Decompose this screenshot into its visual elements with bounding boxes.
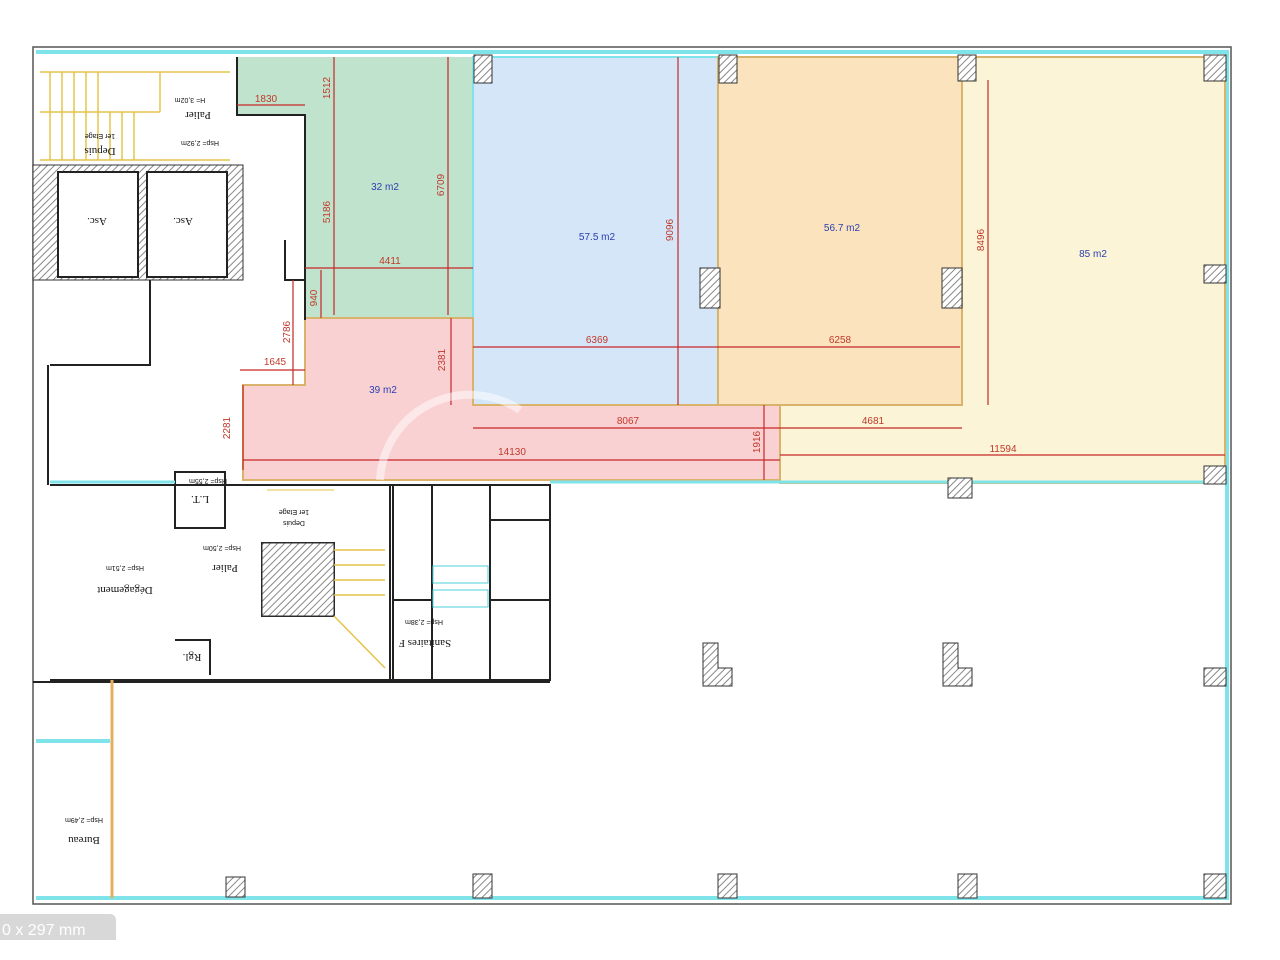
label-etage-mid: 1er Etage bbox=[279, 508, 309, 515]
dim-2381: 2381 bbox=[437, 348, 448, 371]
label-hsp-lt: Hsp= 2,55m bbox=[189, 477, 227, 484]
label-hsp-palier: Hsp= 2,50m bbox=[203, 544, 241, 551]
label-palier-mid: Palier bbox=[212, 562, 238, 574]
room-green[interactable] bbox=[237, 57, 473, 318]
label-hsp-bureau: Hsp= 2,49m bbox=[65, 816, 103, 823]
label-depuis-mid: Depuis bbox=[283, 519, 305, 526]
elevator-2 bbox=[146, 171, 228, 278]
dim-1512: 1512 bbox=[322, 76, 333, 99]
label-hsp-degagement: Hsp= 2,51m bbox=[106, 564, 144, 571]
dim-8496: 8496 bbox=[976, 228, 987, 251]
dim-2281: 2281 bbox=[222, 416, 233, 439]
label-elevator-2: Asc. bbox=[173, 215, 193, 227]
dimension-lines bbox=[237, 57, 1225, 480]
label-etage-top: 1er Etage bbox=[85, 132, 115, 139]
room-blue[interactable] bbox=[472, 56, 719, 406]
label-sanitaires: Sanitaires F bbox=[399, 637, 451, 649]
area-yellow: 85 m2 bbox=[1079, 249, 1107, 260]
label-bureau: Bureau bbox=[68, 834, 100, 846]
area-green: 32 m2 bbox=[371, 182, 399, 193]
dim-2786: 2786 bbox=[282, 320, 293, 343]
dim-11594: 11594 bbox=[989, 444, 1017, 455]
label-palier-top: Palier bbox=[185, 109, 211, 121]
dim-1645: 1645 bbox=[264, 357, 287, 368]
label-depuis-top: Depuis bbox=[84, 145, 115, 157]
dim-4681: 4681 bbox=[862, 416, 885, 427]
area-orange: 56.7 m2 bbox=[824, 223, 861, 234]
dim-940: 940 bbox=[309, 289, 320, 306]
label-hsp-top: Hsp= 2,92m bbox=[181, 139, 219, 146]
dim-5186: 5186 bbox=[322, 200, 333, 223]
plan-frame bbox=[32, 46, 1232, 905]
columns bbox=[225, 54, 1227, 899]
dim-4411: 4411 bbox=[379, 256, 401, 267]
dim-1830: 1830 bbox=[255, 94, 278, 105]
dim-1916: 1916 bbox=[752, 430, 763, 453]
label-rgl: Rgl. bbox=[182, 651, 201, 663]
dim-6709: 6709 bbox=[436, 173, 447, 196]
elevator-1 bbox=[57, 171, 139, 278]
staircase-top bbox=[40, 71, 230, 161]
area-pink: 39 m2 bbox=[369, 385, 397, 396]
label-degagement: Dégagement bbox=[97, 584, 153, 596]
label-elevator-1: Asc. bbox=[87, 215, 107, 227]
dim-6369: 6369 bbox=[586, 335, 609, 346]
glazing-outline bbox=[36, 50, 1229, 900]
dim-6258: 6258 bbox=[829, 335, 852, 346]
watermark-logo bbox=[376, 390, 523, 481]
dim-14130: 14130 bbox=[498, 447, 526, 458]
dim-9096: 9096 bbox=[665, 218, 676, 241]
dim-8067: 8067 bbox=[617, 416, 640, 427]
area-blue: 57.5 m2 bbox=[579, 232, 616, 243]
page-size-indicator: 0 x 297 mm bbox=[0, 914, 116, 940]
walls bbox=[32, 57, 1225, 898]
label-lt: L.T. bbox=[191, 493, 209, 505]
label-height-top: H= 3,02m bbox=[175, 96, 206, 103]
label-hsp-sanitaires: Hsp= 2,38m bbox=[405, 618, 443, 625]
